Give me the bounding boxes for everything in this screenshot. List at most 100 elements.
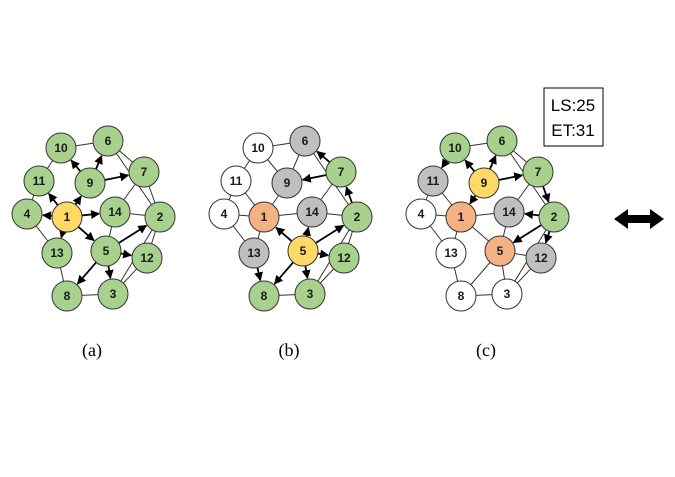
- arrow-7-to-2: [541, 185, 551, 203]
- node-3: 3: [97, 278, 129, 310]
- node-circle: [99, 196, 131, 228]
- arrow-13-to-8: [254, 267, 263, 282]
- arrow-5-to-14: [302, 226, 311, 237]
- node-2: 2: [341, 201, 373, 233]
- node-label: 11: [230, 174, 243, 188]
- node-circle: [468, 167, 500, 199]
- node-9: 9: [271, 167, 303, 199]
- node-circle: [97, 278, 129, 310]
- node-label: 5: [300, 244, 307, 258]
- node-circle: [74, 167, 106, 199]
- caption-b: (b): [279, 340, 300, 361]
- node-label: 6: [105, 134, 112, 148]
- node-circle: [484, 235, 516, 267]
- node-circle: [131, 242, 163, 274]
- arrow-5-to-1: [275, 226, 293, 242]
- node-label: 5: [497, 244, 504, 258]
- node-circle: [287, 235, 319, 267]
- arrow-5-to-8: [76, 261, 97, 285]
- arrow-9-to-6: [488, 154, 497, 170]
- node-label: 9: [284, 176, 291, 190]
- arrow-5-to-8: [273, 261, 294, 285]
- node-circle: [11, 198, 43, 230]
- node-label: 3: [504, 287, 511, 301]
- node-label: 7: [535, 165, 542, 179]
- node-11: 11: [417, 165, 449, 197]
- info-box: LS:25 ET:31: [543, 87, 604, 147]
- node-1: 1: [445, 201, 477, 233]
- node-circle: [417, 165, 449, 197]
- node-label: 2: [354, 210, 361, 224]
- node-4: 4: [11, 198, 43, 230]
- arrow-2-to-14: [524, 210, 540, 220]
- double-arrow-icon: [614, 209, 664, 229]
- arrow-1-to-13: [59, 228, 68, 239]
- info-et: ET:31: [551, 121, 594, 140]
- node-2: 2: [144, 201, 176, 233]
- node-circle: [445, 201, 477, 233]
- node-circle: [522, 156, 554, 188]
- node-label: 5: [103, 244, 110, 258]
- node-label: 4: [221, 207, 228, 221]
- node-label: 11: [33, 174, 46, 188]
- node-label: 4: [418, 207, 425, 221]
- arrow-2-to-12: [543, 231, 553, 244]
- arrow-5-to-12: [120, 249, 133, 259]
- node-label: 10: [251, 141, 265, 155]
- node-3: 3: [294, 278, 326, 310]
- node-7: 7: [522, 156, 554, 188]
- arrow-5-to-3: [104, 265, 114, 280]
- node-circle: [325, 156, 357, 188]
- node-label: 10: [54, 141, 68, 155]
- node-circle: [208, 198, 240, 230]
- node-circle: [525, 242, 557, 274]
- node-9: 9: [468, 167, 500, 199]
- node-circle: [248, 280, 280, 312]
- arrow-2-to-7: [344, 186, 354, 204]
- arrow-1-to-11: [48, 192, 59, 206]
- node-circle: [144, 201, 176, 233]
- arrow-9-to-1: [469, 194, 479, 205]
- node-13: 13: [41, 237, 73, 269]
- node-label: 1: [64, 210, 71, 224]
- node-12: 12: [131, 242, 163, 274]
- node-4: 4: [405, 198, 437, 230]
- arrow-2-to-5: [512, 224, 542, 244]
- node-label: 12: [337, 251, 351, 265]
- node-label: 8: [261, 289, 268, 303]
- node-label: 2: [551, 210, 558, 224]
- node-circle: [296, 196, 328, 228]
- node-9: 9: [74, 167, 106, 199]
- arrow-5-to-3: [301, 265, 311, 280]
- node-2: 2: [538, 201, 570, 233]
- arrow-1-to-9: [72, 195, 82, 206]
- node-circle: [493, 196, 525, 228]
- node-circle: [128, 156, 160, 188]
- arrow-5-to-2: [118, 224, 148, 244]
- node-label: 10: [448, 141, 462, 155]
- node-5: 5: [90, 235, 122, 267]
- node-circle: [405, 198, 437, 230]
- node-label: 4: [24, 207, 31, 221]
- node-circle: [341, 201, 373, 233]
- node-circle: [486, 125, 518, 157]
- node-5: 5: [484, 235, 516, 267]
- node-label: 12: [534, 251, 548, 265]
- arrow-10-to-11: [441, 158, 451, 169]
- node-10: 10: [45, 132, 77, 164]
- node-8: 8: [51, 280, 83, 312]
- arrow-9-to-7: [498, 172, 524, 182]
- node-circle: [439, 132, 471, 164]
- node-circle: [271, 167, 303, 199]
- node-label: 3: [110, 287, 117, 301]
- node-13: 13: [435, 237, 467, 269]
- node-14: 14: [296, 196, 328, 228]
- node-1: 1: [51, 201, 83, 233]
- node-circle: [491, 278, 523, 310]
- node-label: 3: [307, 287, 314, 301]
- node-circle: [23, 165, 55, 197]
- arrow-1-to-14: [81, 210, 100, 219]
- node-12: 12: [328, 242, 360, 274]
